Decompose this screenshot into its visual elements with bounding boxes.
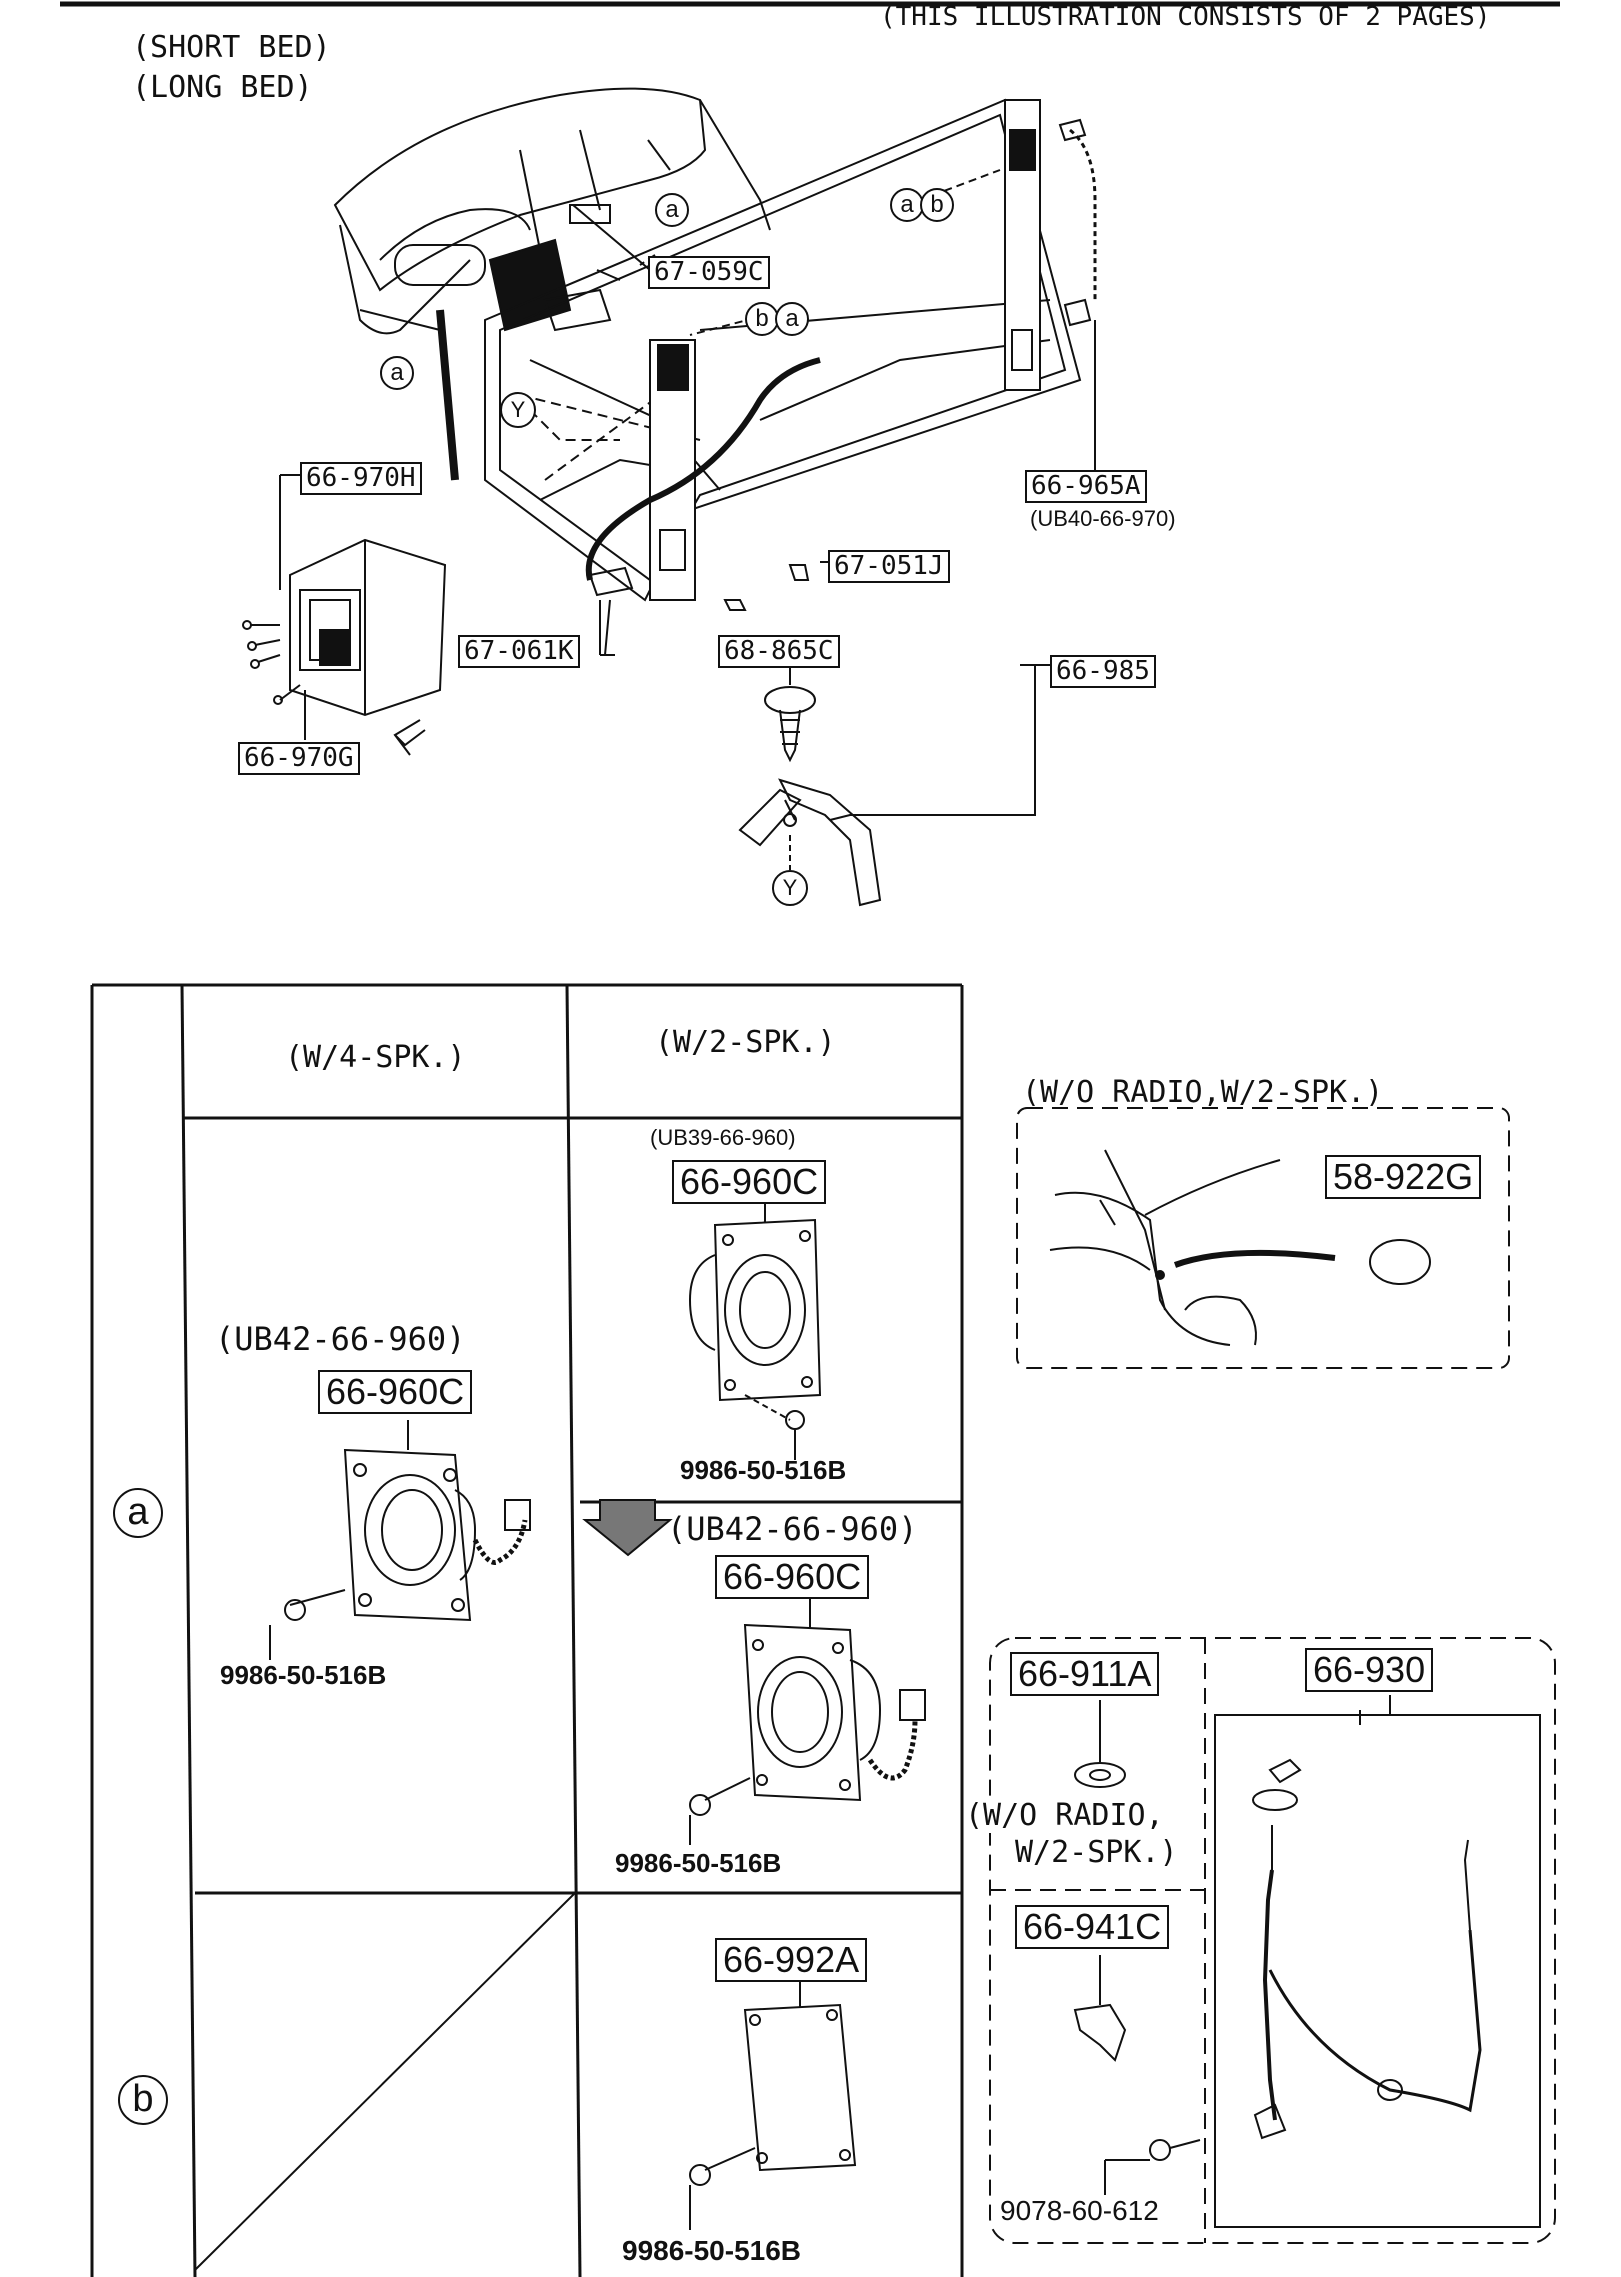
cover-plate-part: 66-992A [715,1938,868,1982]
speaker-2spk-top-illustration [688,1195,822,1460]
speaker-4spk-illustration [269,1420,531,1660]
variant-long-bed: (LONG BED) [132,70,313,105]
marker-a: a [890,188,924,222]
grommet-part-66-911a: 66-911A [1010,1652,1160,1696]
part-label-66-965a-alt: (UB40-66-970) [1030,506,1176,531]
marker-b: b [920,188,954,222]
part-label-66-985: 66-985 [1050,655,1156,688]
clip-part-66-941c: 66-941C [1015,1905,1170,1949]
speaker-2spk-bottom-part: 66-960C [715,1555,870,1599]
marker-a: a [655,193,689,227]
part-label-66-970h: 66-970H [300,462,422,495]
marker-y: Y [772,870,808,906]
speaker-2spk-top-ub-code: (UB39-66-960) [650,1125,796,1150]
variant-short-bed: (SHORT BED) [132,30,331,65]
speaker-2spk-top-screw: 9986-50-516B [680,1455,847,1485]
marker-a: a [380,356,414,390]
antenna-note-line1: (W/O RADIO, [965,1798,1164,1833]
arrow-down-icon [582,1499,673,1557]
clip-illustration [1073,1955,1127,2062]
antenna-part-66-930: 66-930 [1305,1648,1434,1692]
part-label-67-051j: 67-051J [828,550,950,583]
fender-illustration [1049,1149,1431,1346]
cover-plate-screw: 9986-50-516B [622,2235,802,2266]
marker-a: a [775,302,809,336]
marker-y: Y [500,392,536,428]
speaker-2spk-bottom-ub-code: (UB42-66-960) [667,1510,918,1548]
antenna-note-line2: W/2-SPK.) [1015,1835,1178,1870]
plug-part-58-922g: 58-922G [1325,1155,1482,1199]
speaker-4spk-screw: 9986-50-516B [220,1660,387,1690]
column-header-4spk: (W/4-SPK.) [285,1040,466,1075]
part-label-67-059c: 67-059C [648,256,770,289]
illustration-pages-note: (THIS ILLUSTRATION CONSISTS OF 2 PAGES) [880,2,1491,32]
speaker-2spk-top-part: 66-960C [672,1160,827,1204]
relay-module-illustration [242,538,447,717]
speaker-2spk-bottom-illustration [689,1595,926,1845]
speaker-4spk-ub-code: (UB42-66-960) [215,1320,466,1358]
dashboard-illustration [333,87,771,335]
part-label-67-061k: 67-061K [458,635,580,668]
cab-floor-illustration [484,98,1097,611]
part-label-66-965a: 66-965A [1025,470,1147,503]
row-marker-b: b [118,2075,168,2125]
antenna-screw-illustration [1104,2139,1201,2195]
column-header-2spk: (W/2-SPK.) [655,1025,836,1060]
marker-b: b [745,302,779,336]
cover-plate-illustration [689,1978,857,2230]
inset-radio-title: (W/O RADIO,W/2-SPK.) [1022,1075,1384,1110]
part-label-68-865c: 68-865C [718,635,840,668]
antenna-cable-illustration [1252,1695,1482,2140]
row-marker-a: a [113,1488,163,1538]
part-label-66-970g: 66-970G [238,742,360,775]
speaker-2spk-bottom-screw: 9986-50-516B [615,1848,782,1878]
screw-part-9078-60-612: 9078-60-612 [1000,2195,1159,2226]
grommet-illustration [1074,1700,1126,1788]
speaker-table-grid [90,983,964,2277]
speaker-4spk-part: 66-960C [318,1370,473,1414]
